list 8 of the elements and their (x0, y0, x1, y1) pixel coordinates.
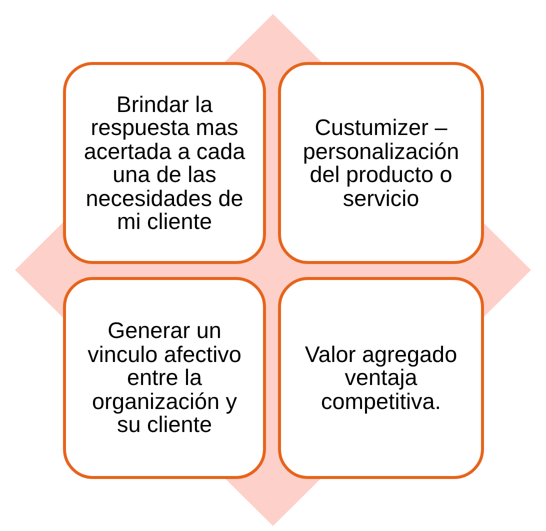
rounded-box (278, 277, 484, 479)
rounded-box (63, 277, 266, 479)
box-text: Custumizer – personalización del producto o servicio (302, 116, 460, 210)
box-text: Valor agregado ventaja competitiva. (304, 342, 458, 414)
rounded-box (278, 62, 484, 264)
box-text: Generar un vinculo afectivo entre la organización y su cliente (86, 319, 242, 437)
box-text: Brindar la respuesta mas acertada a cada una de las necesidades de mi cliente (82, 92, 246, 234)
rounded-box (63, 62, 266, 264)
